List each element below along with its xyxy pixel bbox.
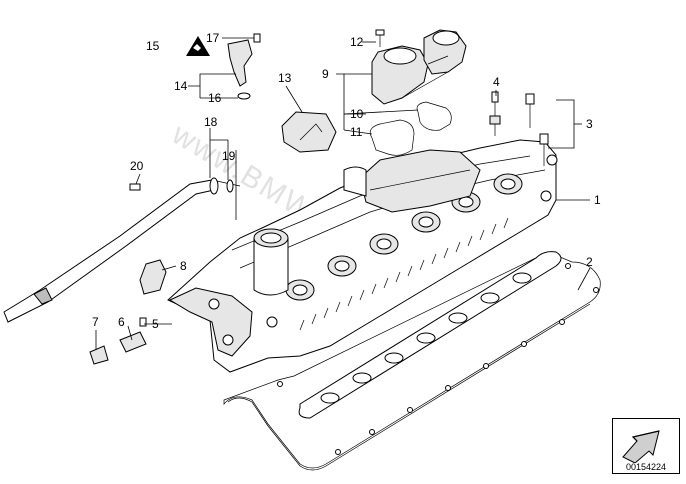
callout-20: 20 [130,159,144,173]
valve-gaskets [369,101,452,156]
callout-18: 18 [204,115,218,129]
callout-3: 3 [586,117,593,131]
callout-16: 16 [208,91,222,105]
callout-4: 4 [493,75,500,89]
callout-14: 14 [174,79,188,93]
callout-7: 7 [92,315,99,329]
reference-box: 00154224 [612,418,680,474]
callout-17: 17 [206,31,220,45]
cover-gasket-outer [223,251,601,469]
callout-5: 5 [152,317,159,331]
callout-6: 6 [118,315,125,329]
stud-bolts [489,91,549,166]
gasket-holes [277,263,599,455]
pressure-regulating-valve [371,29,467,105]
callout-11: 11 [350,125,363,139]
callout-2: 2 [586,255,593,269]
spark-plug-bosses [285,173,523,301]
callout-15: 15 [146,39,160,53]
callout-9: 9 [322,67,329,81]
camshaft-sensor [227,33,261,100]
callout-12: 12 [350,35,364,49]
clips [89,317,147,365]
leader-lines [95,37,591,350]
callout-10: 10 [350,107,364,121]
callout-13: 13 [278,71,292,85]
screw-12 [375,29,385,47]
reference-number: 00154224 [625,462,667,472]
vent-hose [3,177,241,323]
warning-triangle-icon [186,36,210,56]
cylinder-head-cover [167,139,558,373]
callout-1: 1 [594,193,601,207]
callouts: 1 2 3 4 5 6 7 8 9 10 11 12 13 14 15 16 1… [92,31,601,331]
spark-plug-gasket-string [298,251,562,419]
direction-arrow-icon [622,430,660,463]
oil-filler-neck [253,228,289,296]
callout-19: 19 [222,149,236,163]
callout-8: 8 [180,259,187,273]
bracket-8 [139,259,167,295]
oil-filler-cap [281,111,337,153]
